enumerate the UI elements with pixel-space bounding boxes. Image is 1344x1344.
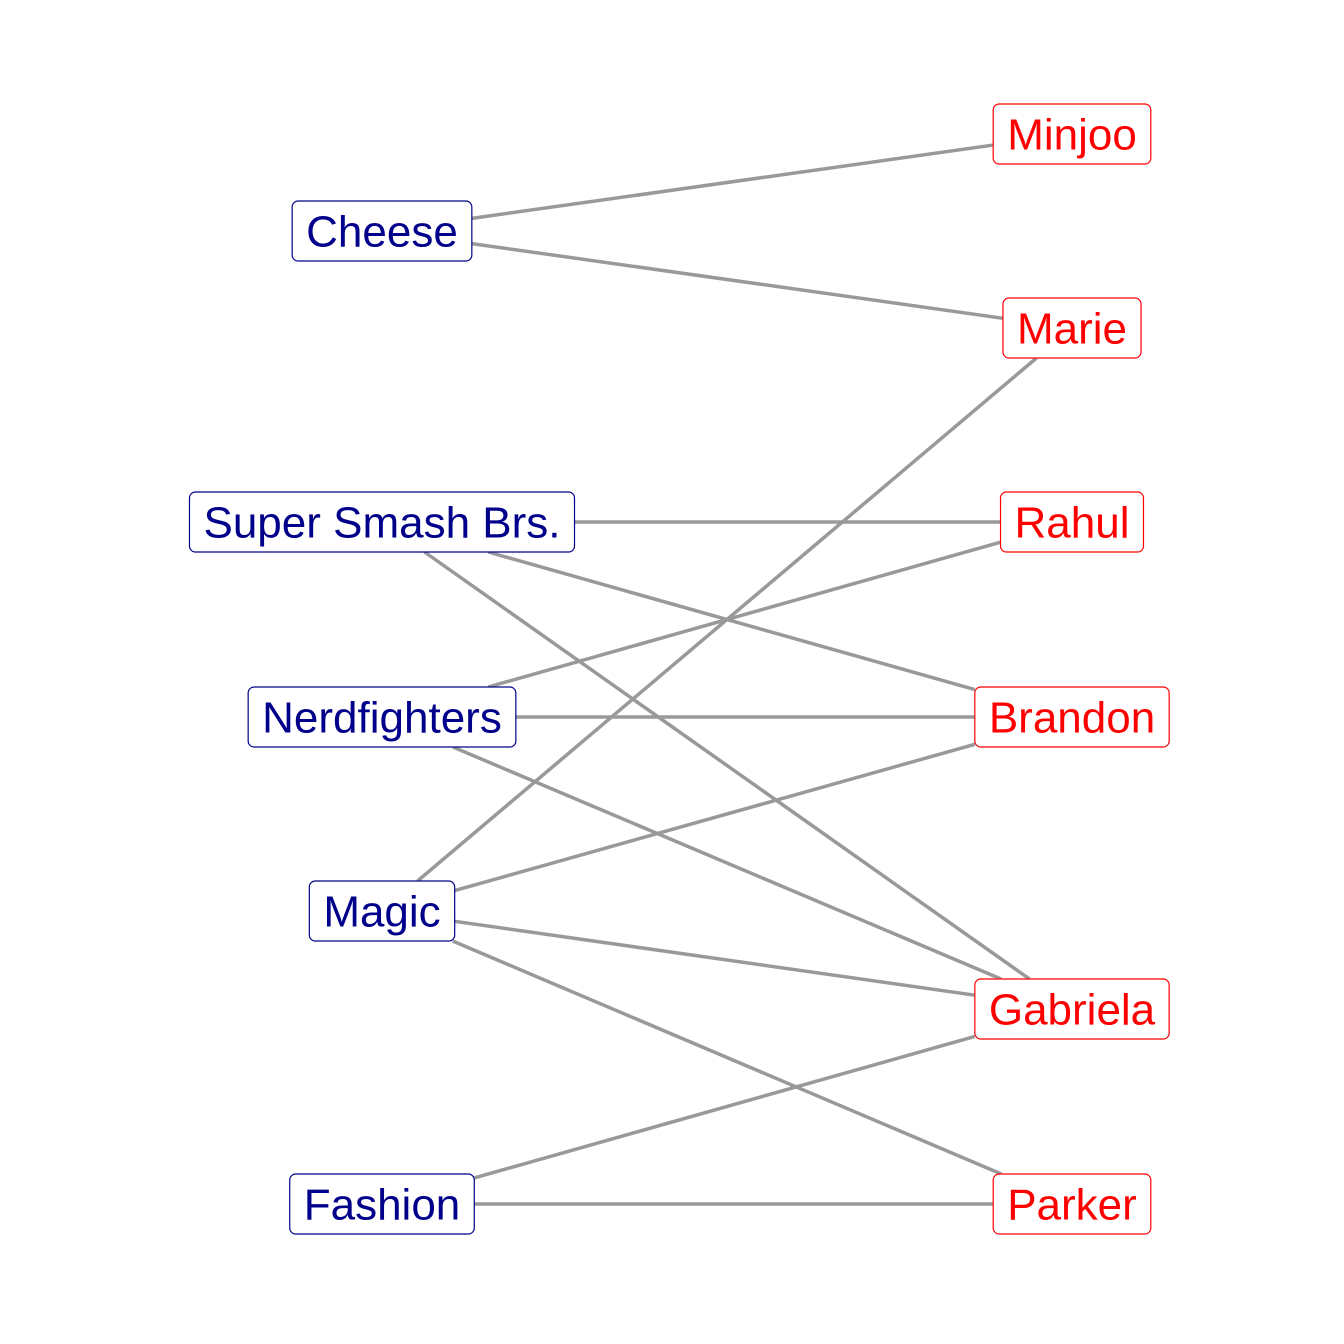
edge-magic-brandon (454, 742, 976, 893)
node-label: Cheese (306, 208, 458, 257)
node-label: Fashion (304, 1181, 461, 1230)
node-smash: Super Smash Brs. (188, 491, 576, 553)
node-label: Super Smash Brs. (203, 499, 560, 548)
edge-magic-gabriela (454, 919, 976, 997)
node-label: Minjoo (1007, 111, 1137, 160)
node-box (974, 686, 1170, 748)
node-fashion: Fashion (289, 1173, 475, 1235)
node-box (974, 978, 1170, 1040)
node-gabriela: Gabriela (974, 978, 1170, 1040)
node-box (291, 200, 473, 262)
node-cheese: Cheese (291, 200, 473, 262)
node-brandon: Brandon (974, 686, 1170, 748)
edge-fashion-gabriela (473, 1034, 976, 1180)
node-label: Brandon (989, 694, 1155, 743)
node-parker: Parker (992, 1173, 1152, 1235)
node-rahul: Rahul (999, 491, 1145, 553)
node-minjoo: Minjoo (992, 103, 1152, 165)
node-box (992, 103, 1152, 165)
node-box (992, 1173, 1152, 1235)
edge-smash-brandon (487, 550, 976, 692)
node-label: Magic (323, 888, 440, 937)
node-label: Nerdfighters (262, 694, 502, 743)
node-box (247, 686, 517, 748)
node-marie: Marie (1002, 297, 1142, 359)
node-box (289, 1173, 475, 1235)
node-nerdfighters: Nerdfighters (247, 686, 517, 748)
edge-smash-gabriela (423, 550, 1031, 981)
node-box (1002, 297, 1142, 359)
edges-layer (416, 143, 1038, 1206)
node-box (999, 491, 1145, 553)
node-label: Marie (1017, 305, 1127, 354)
node-box (188, 491, 576, 553)
node-box (308, 880, 456, 942)
node-label: Rahul (1015, 499, 1130, 548)
edge-nerdfighters-rahul (487, 540, 1001, 689)
node-label: Gabriela (989, 986, 1156, 1035)
edge-magic-parker (451, 939, 1003, 1176)
node-label: Parker (1007, 1181, 1137, 1230)
edge-cheese-minjoo (471, 143, 994, 221)
edge-magic-marie (416, 356, 1038, 883)
edge-nerdfighters-gabriela (452, 745, 1002, 981)
node-magic: Magic (308, 880, 456, 942)
edge-cheese-marie (471, 241, 1004, 321)
